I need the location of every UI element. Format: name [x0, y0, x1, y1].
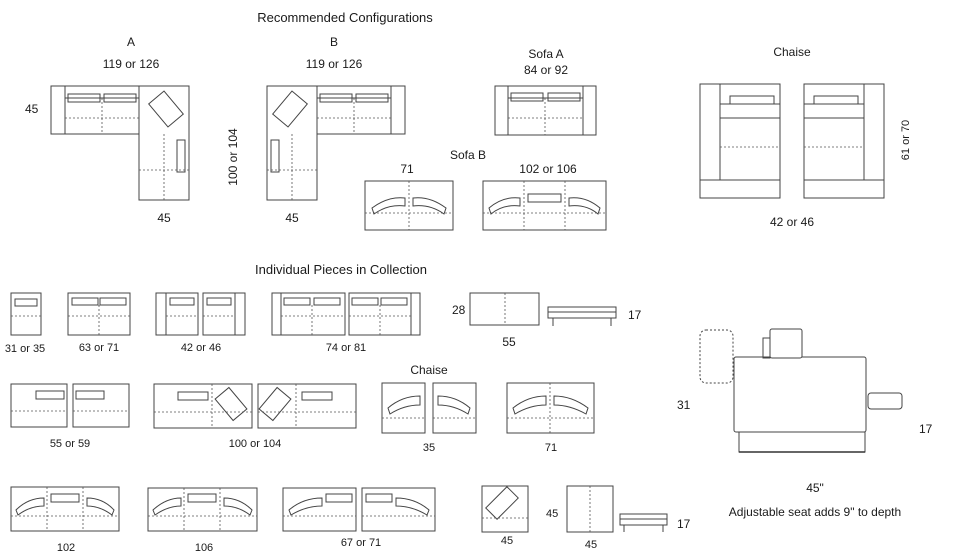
chaise-pieces-label: Chaise [410, 363, 448, 377]
ottoman-small-width: 45 [584, 539, 598, 551]
ottoman-small-height: 17 [677, 517, 691, 531]
side-view-arm-height: 17 [919, 422, 933, 436]
side-view-note: Adjustable seat adds 9" to depth [728, 505, 902, 519]
ottoman-large-depth: 28 [452, 303, 466, 317]
config-b-drawing [266, 85, 406, 201]
recommended-configurations-title: Recommended Configurations [257, 10, 433, 25]
chaise-piece-small-width: 35 [422, 442, 436, 454]
chaise-top-label: Chaise [773, 45, 811, 59]
individual-pieces-title: Individual Pieces in Collection [255, 262, 427, 277]
pieces-row2-drawings [10, 382, 595, 434]
side-view-drawing [699, 328, 903, 453]
chaise-piece-large-width: 71 [544, 442, 558, 454]
piece-row1-1-width: 31 or 35 [4, 343, 46, 355]
piece-row2-1-width: 55 or 59 [49, 438, 91, 450]
config-b-arm: 45 [285, 211, 299, 225]
sofa-a-width: 84 or 92 [523, 63, 569, 77]
sofa-a-drawing [494, 85, 597, 136]
sofa-b-large-width: 102 or 106 [519, 162, 577, 176]
piece-row2-2-width: 100 or 104 [228, 438, 282, 450]
config-a-width: 119 or 126 [102, 57, 160, 71]
piece-row3-3-width: 67 or 71 [340, 537, 382, 549]
sofa-b-label: Sofa B [449, 148, 487, 162]
config-b-depth: 100 or 104 [226, 128, 240, 186]
piece-row1-2-width: 63 or 71 [78, 342, 120, 354]
sofa-b-drawings [364, 180, 607, 231]
pieces-row3-drawings [10, 485, 668, 533]
side-view-height: 31 [677, 398, 691, 412]
ottoman-small-depth: 45 [546, 508, 559, 520]
chaise-top-width: 42 or 46 [769, 215, 815, 229]
config-a-arm: 45 [157, 211, 171, 225]
ottoman-large-width: 55 [502, 335, 516, 349]
sofa-a-label: Sofa A [528, 47, 564, 61]
ottoman-large-height: 17 [628, 308, 642, 322]
piece-row1-4-width: 74 or 81 [325, 342, 367, 354]
side-view-depth: 45" [806, 481, 824, 495]
config-a-depth: 45 [25, 102, 39, 116]
config-b-label: B [329, 35, 339, 49]
pieces-row1-drawings [10, 292, 617, 336]
corner-piece-width: 45 [500, 535, 514, 547]
chaise-top-drawings [699, 83, 885, 199]
chaise-top-depth: 61 or 70 [900, 119, 912, 161]
piece-row1-3-width: 42 or 46 [180, 342, 222, 354]
piece-row3-2-width: 106 [194, 542, 214, 554]
config-b-width: 119 or 126 [305, 57, 363, 71]
piece-row3-1-width: 102 [56, 542, 76, 554]
sofa-b-small-width: 71 [400, 162, 414, 176]
config-a-label: A [126, 35, 136, 49]
config-a-drawing [50, 85, 190, 201]
